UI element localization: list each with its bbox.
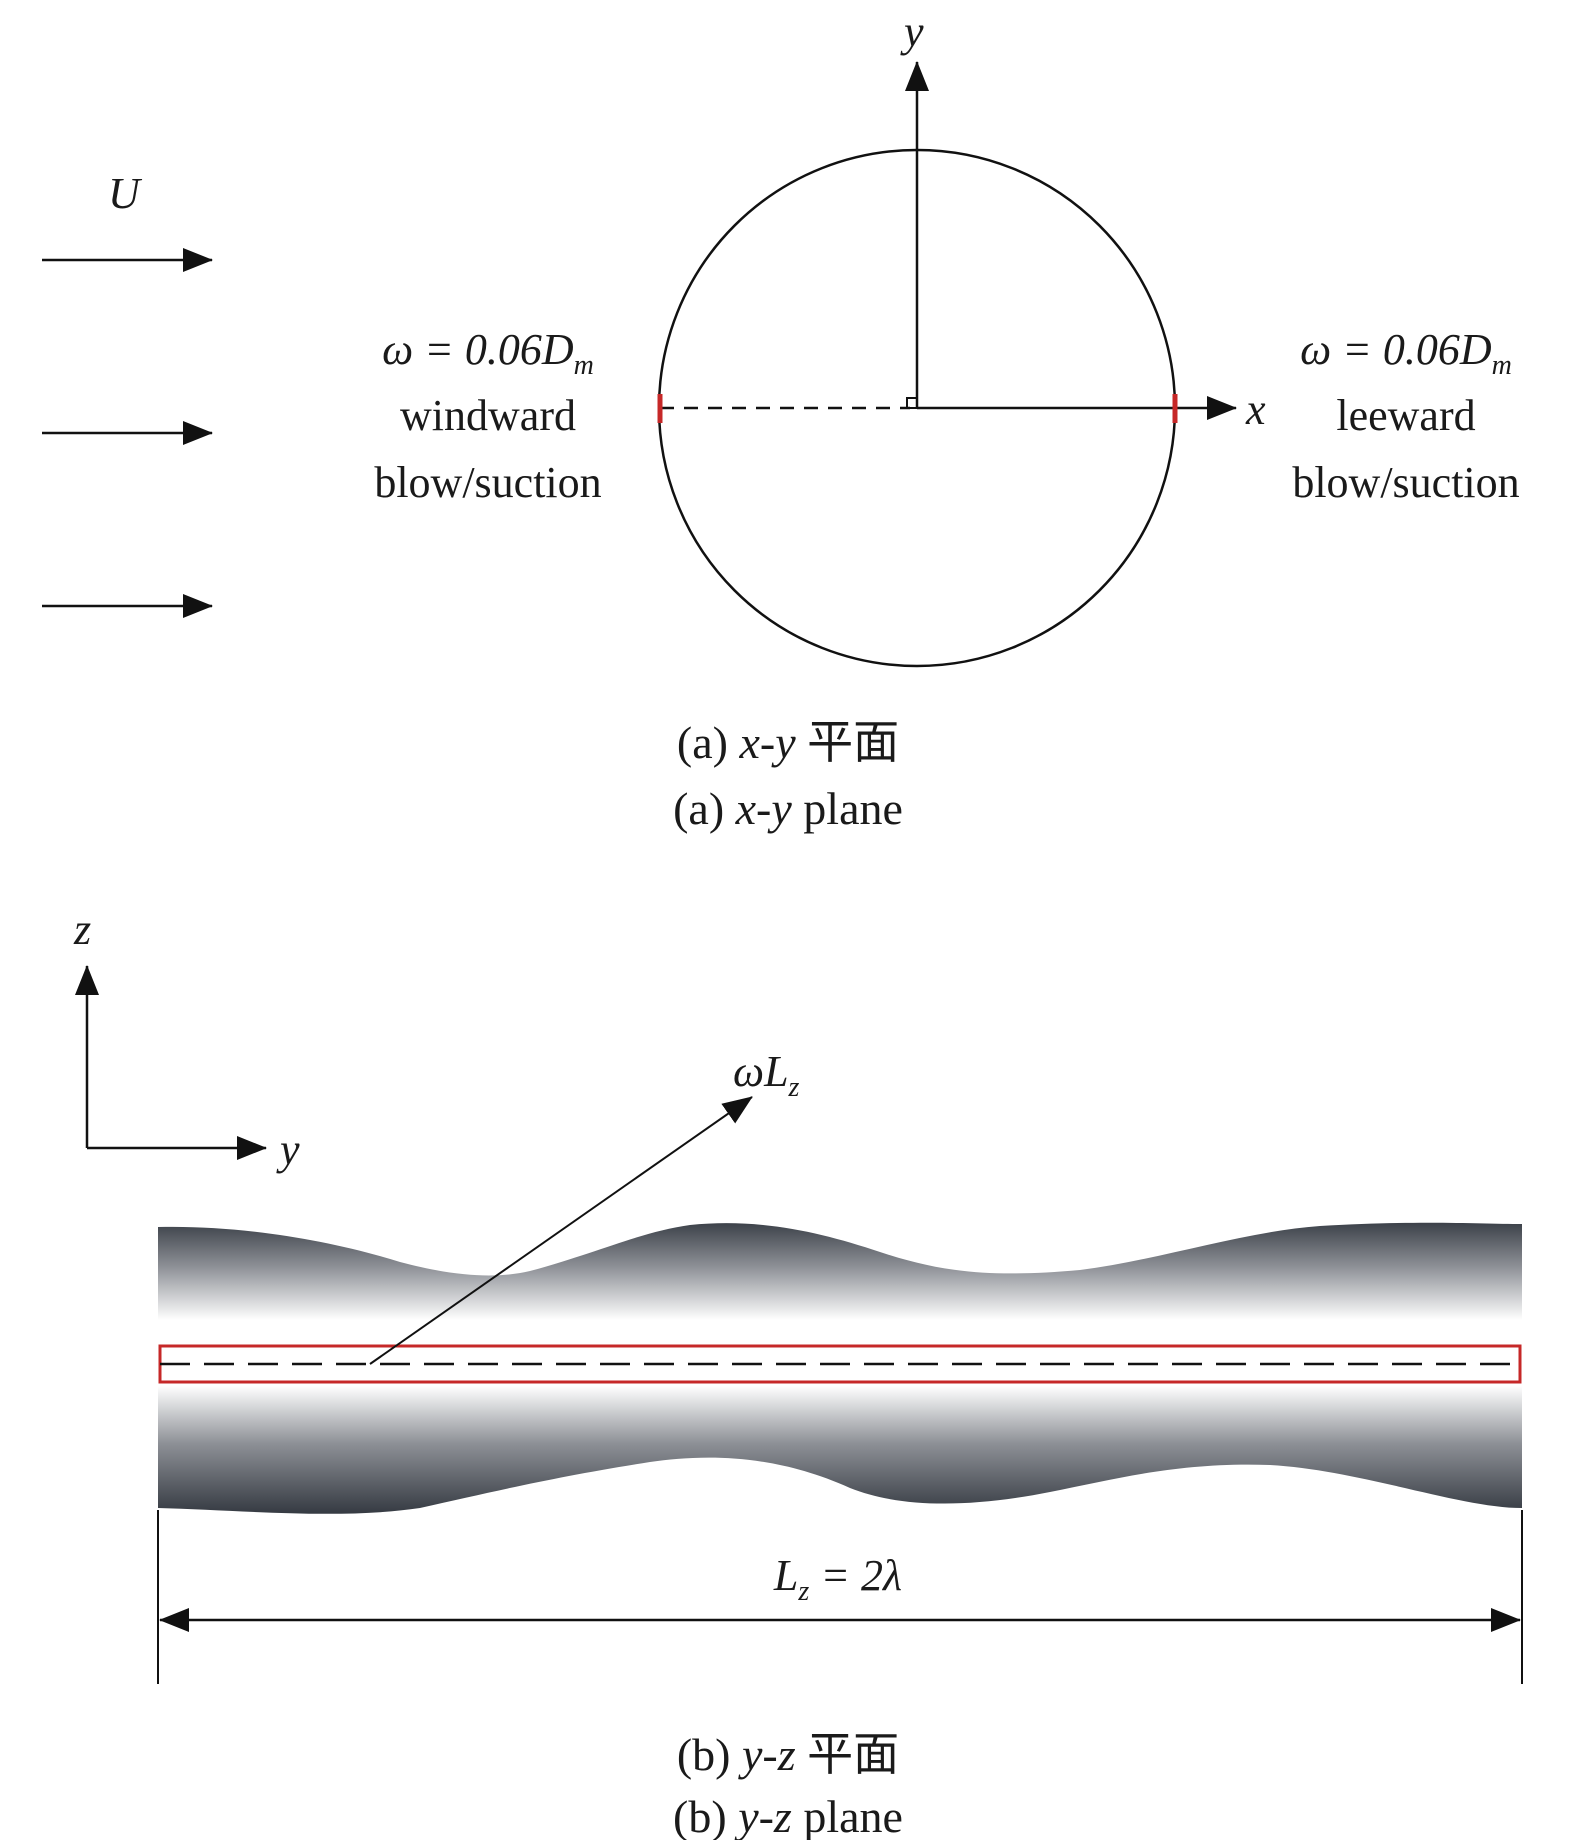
right-angle-marker (906, 397, 918, 409)
flow-velocity-label: U (108, 169, 143, 218)
omega-lz-label: ωLz (733, 1047, 800, 1103)
caption-b-en: (b) y-z plane (673, 1791, 903, 1840)
windward-label: windward (400, 391, 576, 440)
leeward-omega-label: ω = 0.06Dm (1300, 325, 1512, 381)
windward-blow-suction-label: blow/suction (374, 458, 601, 507)
y-axis-label: y (900, 7, 924, 56)
omega-lz-leader (369, 1096, 753, 1365)
panel-b: z y ωLz Lz = 2λ (b) y-z 平面 (b) y-z plane (73, 905, 1523, 1840)
caption-b-cn: (b) y-z 平面 (677, 1729, 899, 1780)
span-length-label: Lz = 2λ (773, 1551, 902, 1607)
wavy-cylinder-bottom (158, 1386, 1522, 1514)
y-axis-label-b: y (276, 1125, 300, 1174)
leeward-blow-suction-label: blow/suction (1292, 458, 1519, 507)
freestream-arrows (42, 248, 213, 618)
wavy-cylinder-top (158, 1222, 1522, 1320)
windward-omega-label: ω = 0.06Dm (382, 325, 594, 381)
x-axis-label: x (1245, 385, 1266, 434)
z-axis-label: z (73, 905, 91, 954)
caption-a-cn: (a) x-y 平面 (677, 717, 899, 768)
leeward-label: leeward (1336, 391, 1475, 440)
panel-a: U x y ω = 0.06Dm windward blow/suction ω… (42, 7, 1520, 834)
caption-a-en: (a) x-y plane (673, 783, 903, 834)
